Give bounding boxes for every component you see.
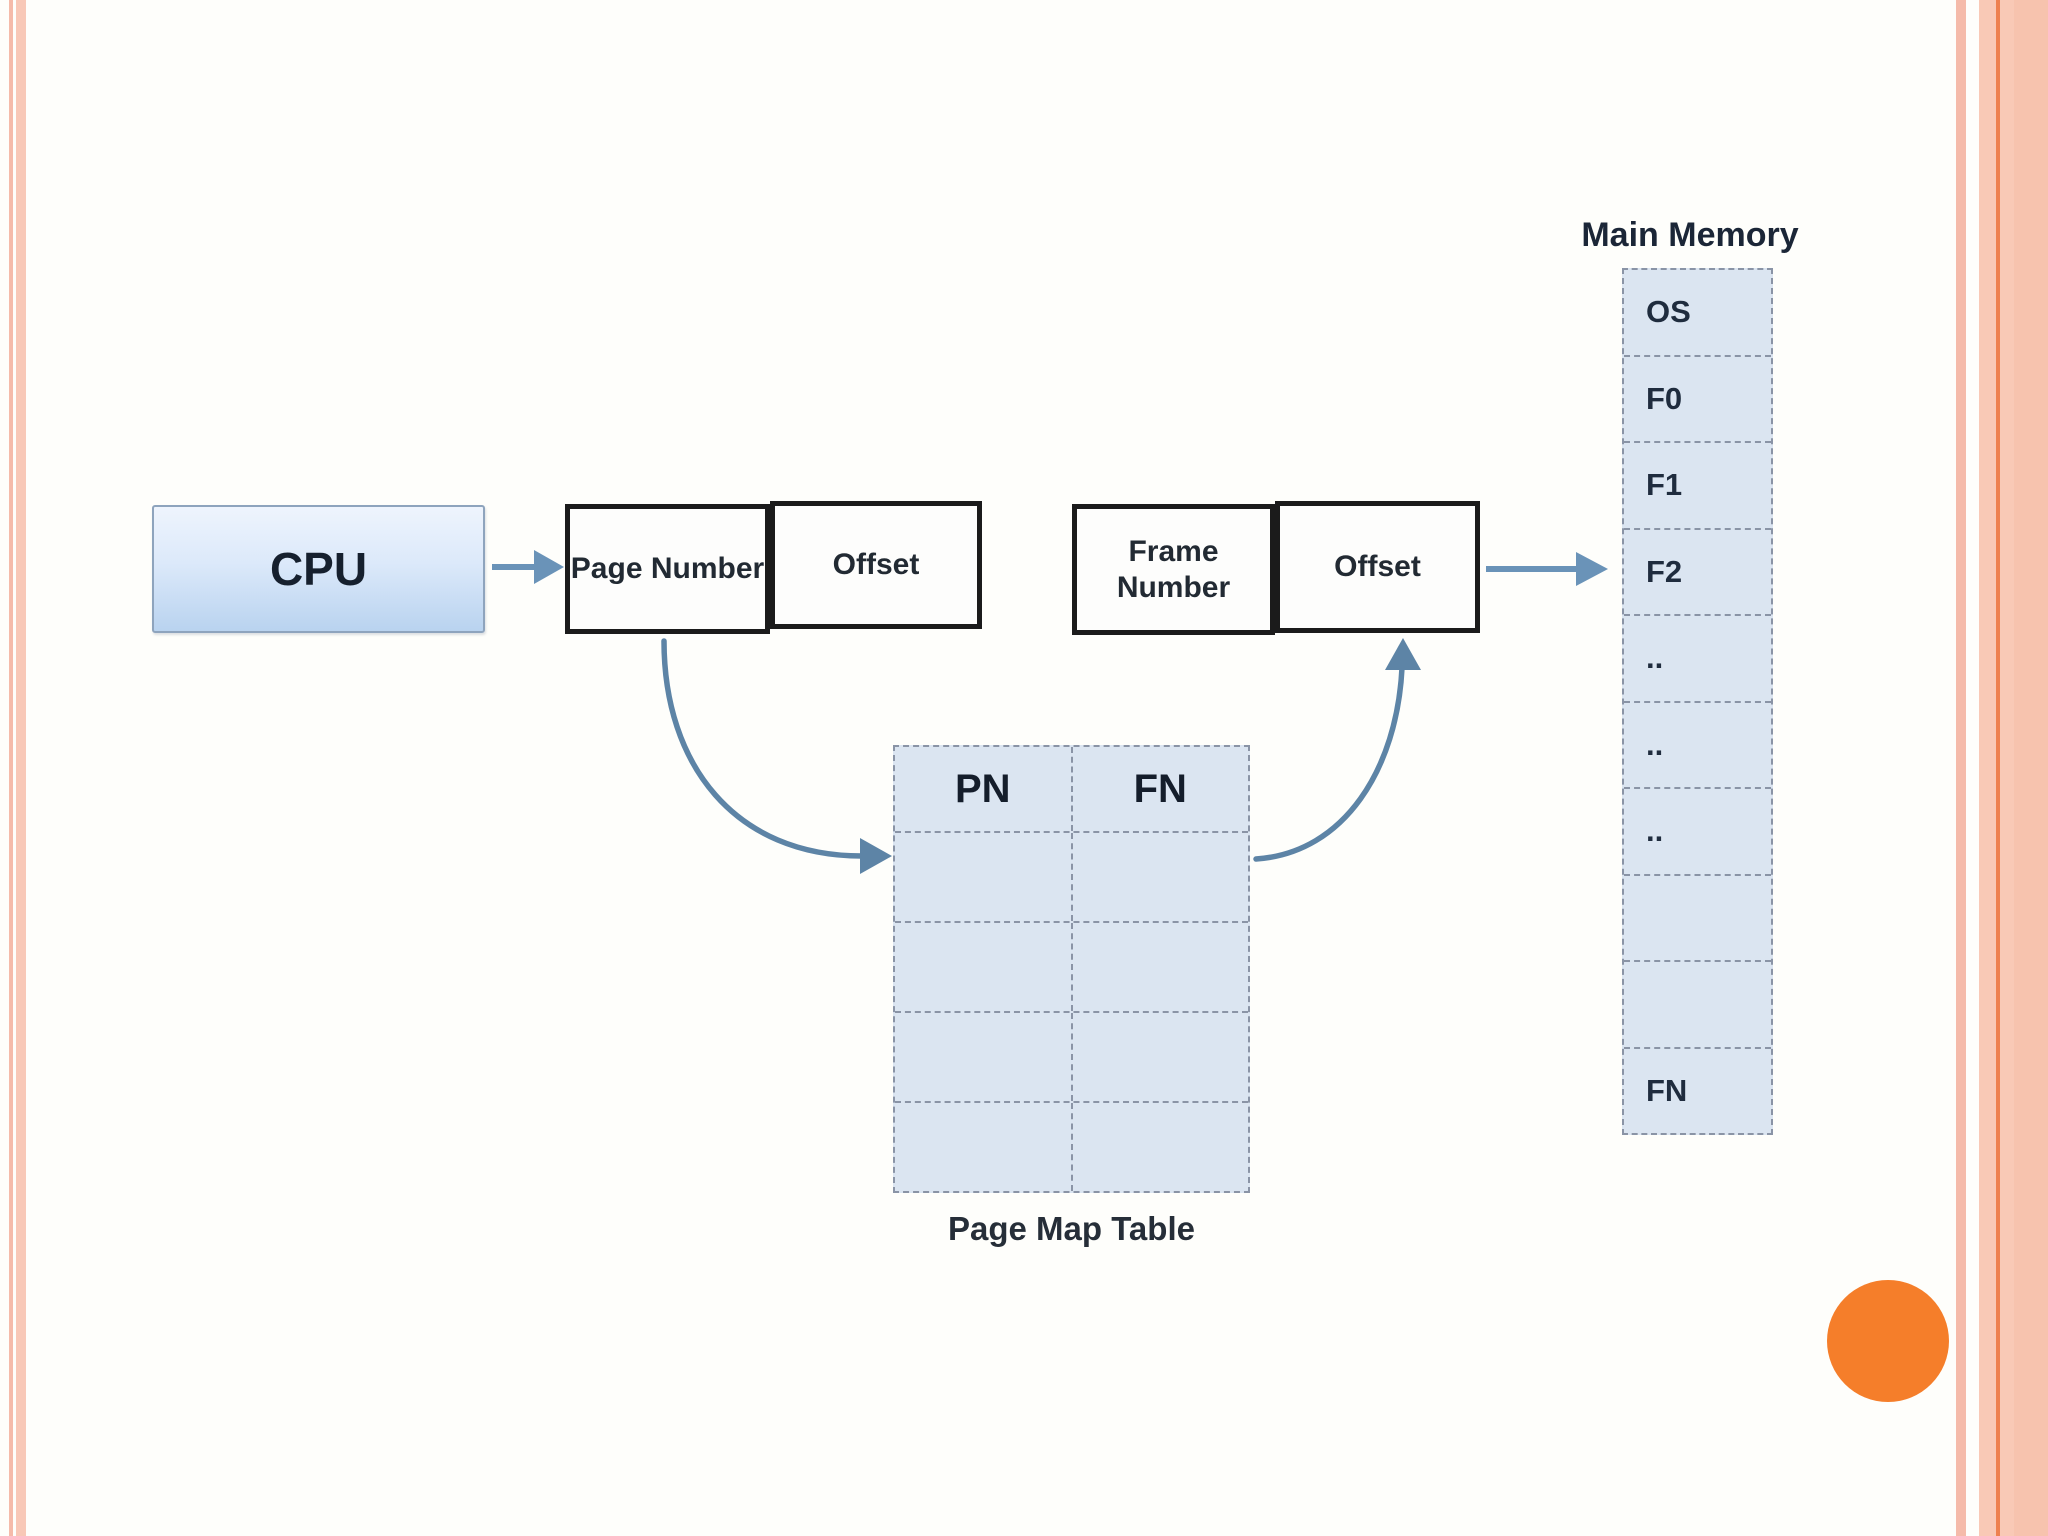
memory-cell-label: .. xyxy=(1646,640,1664,676)
frame-number-box: Frame Number xyxy=(1072,504,1275,635)
memory-cell-label: FN xyxy=(1646,1072,1688,1108)
page-map-table-header-cell: FN xyxy=(1133,766,1187,811)
left-border-stripe-thin xyxy=(9,0,13,1536)
left-border-stripe-wide xyxy=(16,0,26,1536)
page-number-box: Page Number xyxy=(565,504,770,634)
arrowhead-cpu-to-logical-address xyxy=(534,550,564,584)
logical-offset-box: Offset xyxy=(770,501,982,629)
memory-cell: .. xyxy=(1624,703,1771,789)
right-border-band-inner xyxy=(2014,0,2048,1536)
page-map-table-cell xyxy=(895,833,1073,921)
page-map-table-cell xyxy=(1073,923,1249,1011)
page-map-table: PN FN xyxy=(893,745,1250,1193)
page-map-table-cell xyxy=(895,1013,1073,1101)
page-map-table-row xyxy=(895,833,1248,923)
logical-offset-label: Offset xyxy=(832,548,920,582)
arrowhead-physical-address-to-memory xyxy=(1576,552,1608,586)
memory-cell xyxy=(1624,962,1771,1049)
memory-cell: .. xyxy=(1624,789,1771,876)
accent-circle xyxy=(1827,1280,1949,1402)
physical-offset-label: Offset xyxy=(1334,550,1421,584)
arrowhead-page-number-to-table xyxy=(860,838,892,874)
page-map-table-cell xyxy=(1073,1013,1249,1101)
memory-cell: F1 xyxy=(1624,443,1771,530)
memory-cell-label: OS xyxy=(1646,294,1691,330)
memory-cell-label: F1 xyxy=(1646,467,1683,503)
page-map-table-header-row: PN FN xyxy=(895,747,1248,833)
arc-page-number-to-table xyxy=(661,638,865,859)
arrowhead-table-to-offset xyxy=(1385,638,1421,670)
page-map-table-header-cell: PN xyxy=(895,747,1073,831)
memory-cell xyxy=(1624,876,1771,962)
arc-table-to-offset xyxy=(1253,665,1405,862)
cpu-label: CPU xyxy=(269,543,368,595)
memory-cell: FN xyxy=(1624,1049,1771,1134)
memory-cell-label: F0 xyxy=(1646,380,1683,416)
page-map-table-cell xyxy=(1073,1103,1249,1191)
page-map-table-cell xyxy=(895,1103,1073,1191)
memory-cell: .. xyxy=(1624,616,1771,703)
cpu-box: CPU xyxy=(152,505,485,633)
page-map-table-row xyxy=(895,1103,1248,1191)
right-border-band xyxy=(1979,0,2048,1536)
main-memory-title: Main Memory xyxy=(1581,216,1799,254)
memory-cell: OS xyxy=(1624,270,1771,357)
page-map-table-caption: Page Map Table xyxy=(948,1210,1195,1247)
page-map-table-cell xyxy=(1073,833,1249,921)
right-border-accent-line xyxy=(1996,0,2000,1536)
memory-cell: F0 xyxy=(1624,357,1771,443)
memory-cell-label: .. xyxy=(1646,813,1664,849)
physical-offset-box: Offset xyxy=(1275,501,1480,633)
memory-cell-label: .. xyxy=(1646,726,1664,762)
memory-cell: F2 xyxy=(1624,530,1771,616)
right-border-stripe-thin xyxy=(1956,0,1966,1536)
page-map-table-row xyxy=(895,923,1248,1013)
page-map-table-cell xyxy=(895,923,1073,1011)
frame-number-label: Frame Number xyxy=(1116,535,1231,604)
memory-cell-label: F2 xyxy=(1646,553,1683,589)
page-number-label: Page Number xyxy=(570,552,765,586)
page-map-table-row xyxy=(895,1013,1248,1103)
